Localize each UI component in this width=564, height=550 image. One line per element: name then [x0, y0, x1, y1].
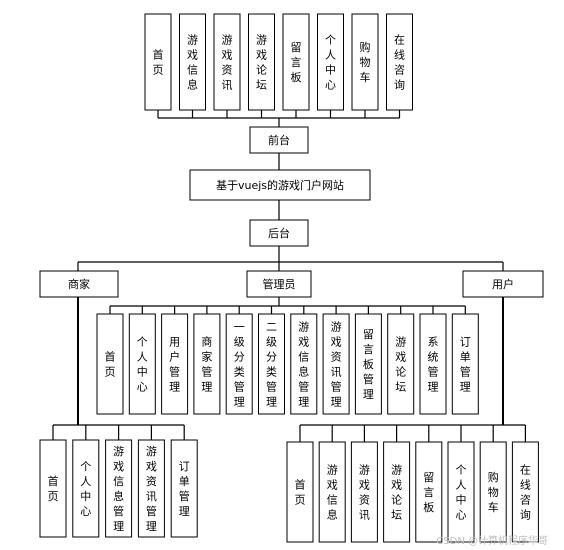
merchant-module-label-1: 个人中心 [80, 460, 91, 518]
admin-module-label-7: 游戏资讯管理 [331, 321, 342, 409]
merchant-module-box-3 [137, 439, 165, 538]
front-module-box-7 [386, 13, 413, 111]
admin-module-box-10 [419, 313, 447, 415]
merchant-role-label: 商家 [68, 277, 90, 291]
admin-module-box-5 [258, 313, 285, 415]
user-module-box-6 [479, 441, 507, 543]
front-module-label-7: 在线咨询 [394, 34, 405, 92]
user-module-box-3 [383, 441, 411, 543]
admin-module-box-4 [225, 313, 253, 415]
merchant-module-label-2: 游戏信息管理 [113, 445, 124, 533]
merchant-module-box-0 [39, 439, 67, 538]
front-module-box-0 [144, 13, 172, 111]
front-module-box-4 [282, 13, 310, 111]
admin-module-box-11 [451, 313, 479, 415]
merchant-module-box-2 [105, 439, 133, 538]
admin-module-label-1: 个人中心 [137, 336, 148, 394]
user-module-label-4: 留言板 [423, 471, 434, 514]
admin-module-box-7 [322, 313, 350, 415]
user-module-label-6: 购物车 [488, 470, 499, 514]
admin-role-label: 管理员 [263, 277, 296, 291]
user-module-box-5 [447, 441, 475, 543]
front-module-label-3: 游戏论坛 [256, 34, 267, 92]
admin-module-label-4: 一级分类管理 [234, 321, 245, 409]
admin-module-label-2: 用户管理 [169, 336, 180, 394]
connector-lines [52, 110, 527, 442]
system-title-box [189, 169, 371, 201]
merchant-module-label-3: 游戏资讯管理 [146, 445, 157, 533]
merchant-module-box-1 [72, 439, 100, 538]
user-module-label-2: 游戏资讯 [359, 464, 370, 522]
front-module-box-5 [317, 13, 344, 111]
admin-module-label-10: 系统管理 [428, 336, 439, 394]
user-role-label: 用户 [492, 277, 514, 291]
front-module-label-4: 留言板 [291, 41, 302, 84]
front-module-label-6: 购物车 [360, 40, 371, 84]
merchant-module-box-4 [170, 439, 198, 538]
user-module-box-7 [511, 441, 539, 543]
admin-module-label-3: 商家管理 [201, 335, 212, 394]
watermark: CSDN @计算机程序华哥 [436, 534, 548, 547]
user-module-label-1: 游戏信息 [327, 464, 338, 522]
admin-module-label-11: 订单管理 [460, 336, 471, 394]
admin-module-box-3 [193, 313, 221, 415]
system-title: 基于vuejs的游戏门户网站 [216, 178, 344, 192]
admin-module-box-2 [161, 313, 189, 415]
user-module-box-4 [415, 441, 443, 543]
user-module-label-0: 首页 [295, 478, 306, 507]
admin-module-label-0: 首页 [105, 350, 116, 379]
front-module-box-3 [248, 13, 275, 111]
admin-module-box-1 [128, 313, 156, 415]
admin-module-box-8 [354, 313, 382, 415]
admin-module-label-6: 游戏信息管理 [298, 321, 309, 409]
front-module-box-2 [213, 13, 241, 111]
admin-module-box-6 [290, 313, 318, 415]
user-module-label-5: 个人中心 [456, 464, 467, 522]
front-module-label-5: 个人中心 [325, 34, 336, 92]
merchant-role-box [39, 270, 119, 298]
merchant-module-label-4: 订单管理 [179, 460, 190, 518]
admin-module-label-5: 二级分类管理 [266, 321, 277, 409]
frontend-label: 前台 [268, 133, 290, 147]
front-module-label-0: 首页 [153, 48, 164, 77]
admin-role-box [246, 270, 312, 298]
user-role-box [462, 270, 544, 298]
admin-module-box-9 [387, 313, 415, 415]
user-module-label-3: 游戏论坛 [391, 464, 402, 522]
front-module-box-6 [351, 13, 379, 111]
admin-module-box-0 [96, 313, 124, 415]
backend-box [249, 219, 309, 247]
front-module-box-1 [179, 13, 206, 111]
user-module-box-1 [318, 441, 346, 543]
admin-module-label-9: 游戏论坛 [395, 336, 406, 394]
admin-module-label-8: 留言板管理 [363, 328, 374, 401]
user-module-box-0 [286, 441, 314, 543]
user-module-label-7: 在线咨询 [520, 464, 531, 522]
backend-label: 后台 [268, 226, 290, 240]
front-module-label-2: 游戏资讯 [222, 34, 233, 92]
diagram-nodes: 首页游戏信息游戏资讯游戏论坛留言板个人中心购物车在线咨询前台基于vuejs的游戏… [39, 13, 544, 543]
frontend-box [249, 126, 309, 154]
merchant-module-label-0: 首页 [48, 474, 59, 503]
user-module-box-2 [350, 441, 378, 543]
front-module-label-1: 游戏信息 [187, 34, 198, 92]
